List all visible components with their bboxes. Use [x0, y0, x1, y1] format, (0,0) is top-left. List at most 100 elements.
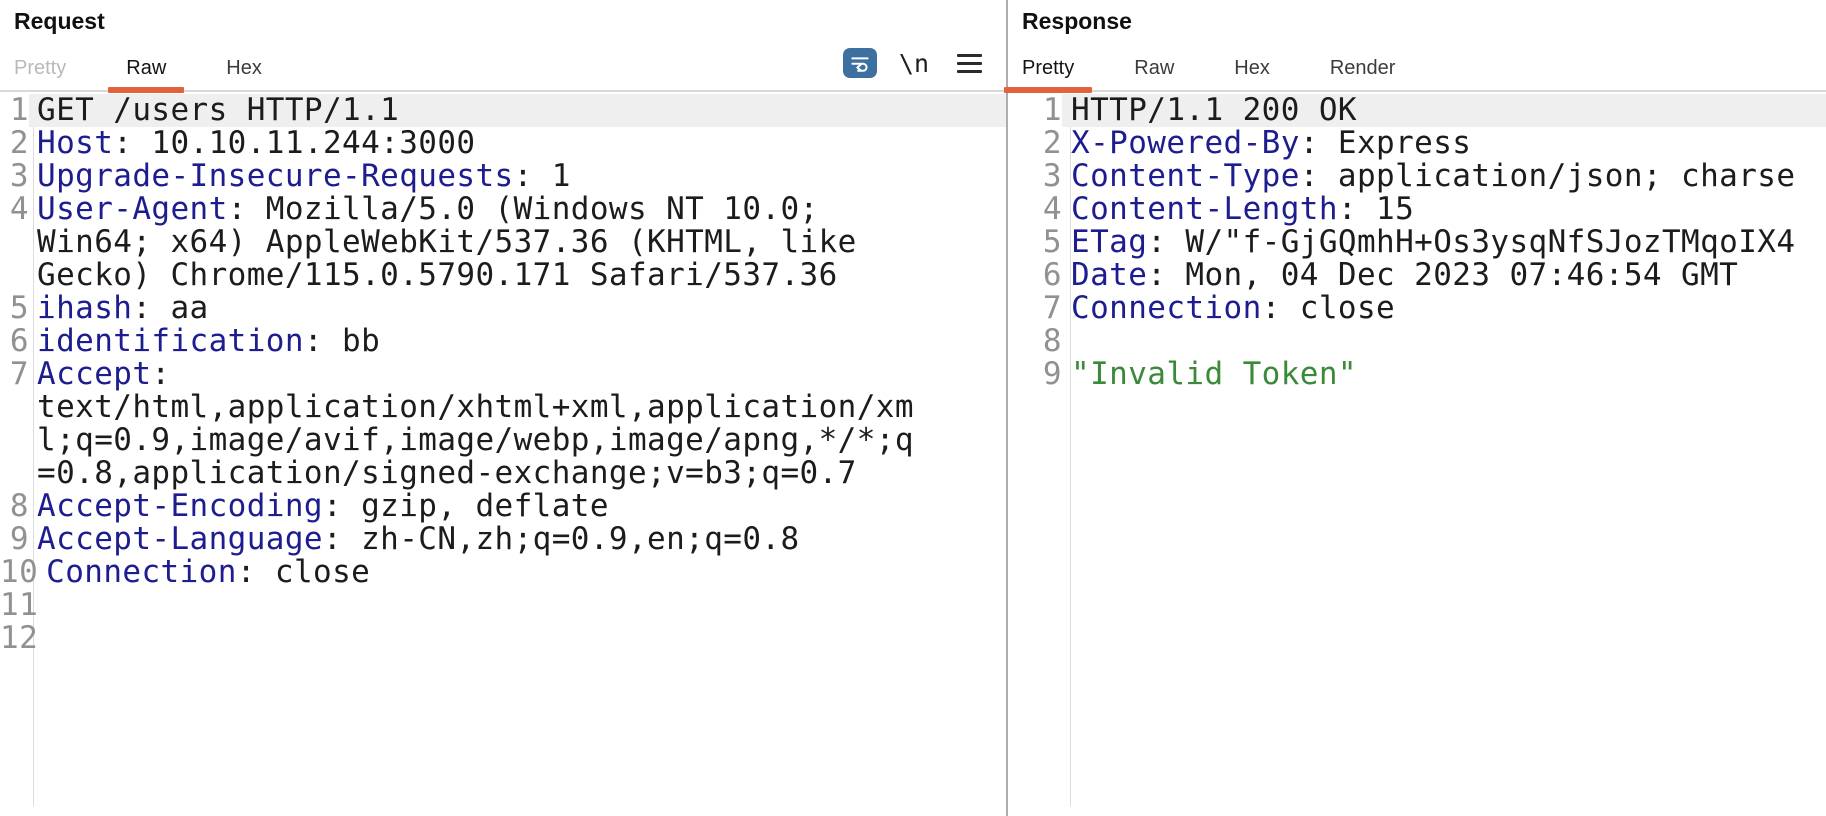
code-line-text: =0.8,application/signed-exchange;v=b3;q=…: [37, 455, 857, 491]
code-line: =0.8,application/signed-exchange;v=b3;q=…: [0, 457, 1006, 490]
response-gutter-separator: [1070, 94, 1071, 806]
request-tab-hex[interactable]: Hex: [226, 57, 262, 79]
line-number: 12: [0, 620, 39, 656]
line-number: 5: [1042, 224, 1062, 260]
line-number: 8: [1042, 323, 1062, 359]
response-tabbar: Pretty Raw Hex Render: [1003, 48, 1826, 93]
line-number: 9: [1042, 356, 1062, 392]
line-number: 2: [9, 125, 29, 161]
response-tab-pretty[interactable]: Pretty: [1003, 48, 1093, 93]
editor-menu-button[interactable]: [957, 49, 982, 78]
code-line-text: User-Agent: Mozilla/5.0 (Windows NT 10.0…: [37, 191, 819, 227]
code-line-text: Content-Type: application/json; charse: [1071, 158, 1796, 194]
line-number: 10: [0, 554, 39, 590]
code-line-text: identification: bb: [37, 323, 381, 359]
line-number: 3: [9, 158, 29, 194]
line-number: 2: [1042, 125, 1062, 161]
code-line-text: X-Powered-By: Express: [1071, 125, 1472, 161]
code-line-text: [1062, 325, 1826, 358]
request-gutter-separator: [33, 94, 34, 806]
code-line-text: Date: Mon, 04 Dec 2023 07:46:54 GMT: [1071, 257, 1739, 293]
code-line-text: l;q=0.9,image/avif,image/webp,image/apng…: [37, 422, 914, 458]
line-number: 9: [9, 521, 29, 557]
code-line-text: [38, 622, 1006, 655]
code-line-text: Upgrade-Insecure-Requests: 1: [37, 158, 571, 194]
code-line: 8: [1008, 325, 1826, 358]
code-line-text: Accept:: [37, 356, 171, 392]
code-line-text: Accept-Encoding: gzip, deflate: [37, 488, 609, 524]
code-line: Win64; x64) AppleWebKit/537.36 (KHTML, l…: [0, 226, 1006, 259]
word-wrap-toggle-button[interactable]: [842, 48, 877, 78]
code-line-text: HTTP/1.1 200 OK: [1062, 94, 1826, 127]
request-tab-raw[interactable]: Raw: [108, 48, 185, 93]
code-line-text: Win64; x64) AppleWebKit/537.36 (KHTML, l…: [37, 224, 857, 260]
word-wrap-icon: [851, 57, 869, 72]
response-tab-raw[interactable]: Raw: [1134, 57, 1175, 79]
request-tabbar: Pretty Raw Hex: [0, 48, 1006, 93]
code-line-text: Gecko) Chrome/115.0.5790.171 Safari/537.…: [37, 257, 838, 293]
code-line-text: text/html,application/xhtml+xml,applicat…: [37, 389, 914, 425]
request-toolbar: \n: [842, 46, 982, 80]
line-number: 4: [9, 191, 29, 227]
line-number: [0, 391, 29, 424]
line-number: [0, 457, 29, 490]
line-number: 1: [1042, 94, 1062, 128]
request-panel-title: Request: [14, 8, 105, 34]
panel-splitter[interactable]: [1006, 0, 1008, 816]
code-line-text: [38, 589, 1006, 622]
response-tab-render[interactable]: Render: [1329, 57, 1396, 79]
line-number: 6: [1042, 257, 1062, 293]
line-number: 1: [9, 94, 29, 128]
code-line: text/html,application/xhtml+xml,applicat…: [0, 391, 1006, 424]
response-panel-title: Response: [1022, 8, 1132, 34]
code-line-text: ETag: W/"f-GjGQmhH+Os3ysqNfSJozTMqoIX4: [1071, 224, 1796, 260]
line-number: 11: [0, 587, 39, 623]
code-line: l;q=0.9,image/avif,image/webp,image/apng…: [0, 424, 1006, 457]
request-tab-pretty[interactable]: Pretty: [14, 57, 67, 79]
code-line-text: ihash: aa: [37, 290, 209, 326]
line-number: [0, 226, 29, 259]
newline-toggle[interactable]: \n: [898, 48, 929, 78]
code-line-text: GET /users HTTP/1.1: [29, 94, 1006, 127]
line-number: 8: [9, 488, 29, 524]
code-line-text: "Invalid Token": [1071, 356, 1357, 392]
code-line: 11: [0, 589, 1006, 622]
line-number: 7: [9, 356, 29, 392]
line-number: [0, 259, 29, 292]
code-line: Gecko) Chrome/115.0.5790.171 Safari/537.…: [0, 259, 1006, 292]
code-line-text: Content-Length: 15: [1071, 191, 1415, 227]
line-number: 3: [1042, 158, 1062, 194]
line-number: 5: [9, 290, 29, 326]
code-line-text: Accept-Language: zh-CN,zh;q=0.9,en;q=0.8: [37, 521, 800, 557]
response-tab-hex[interactable]: Hex: [1234, 57, 1270, 79]
code-line: 9"Invalid Token": [1008, 358, 1826, 391]
hamburger-menu-icon: [957, 53, 982, 57]
line-number: 6: [9, 323, 29, 359]
line-number: 4: [1042, 191, 1062, 227]
code-line-text: Connection: close: [46, 554, 371, 590]
code-line-text: Connection: close: [1071, 290, 1396, 326]
code-line-text: Host: 10.10.11.244:3000: [37, 125, 476, 161]
code-line: 12: [0, 622, 1006, 655]
